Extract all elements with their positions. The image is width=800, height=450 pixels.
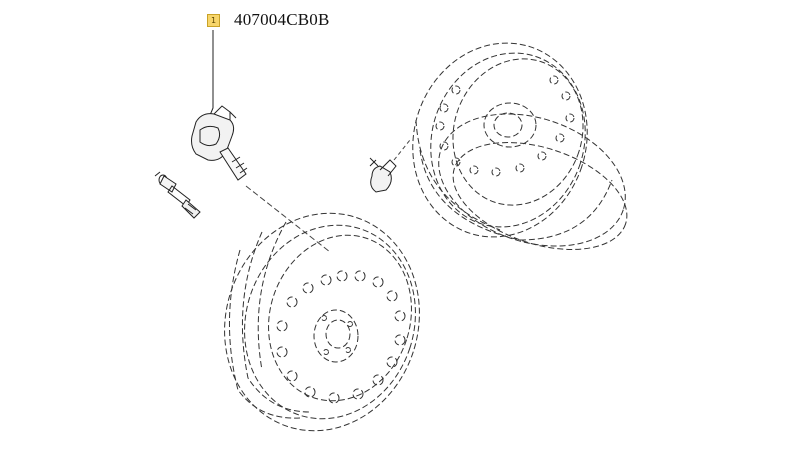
tpms-sensor-icon[interactable]	[191, 105, 331, 253]
valve-cap-icon[interactable]	[369, 139, 411, 193]
part-number-label[interactable]: 407004CB0B	[234, 10, 330, 29]
steel-wheel-icon	[224, 212, 420, 432]
callout-leader-line	[207, 30, 214, 121]
steel-wheel-icon	[412, 42, 628, 250]
valve-stem-icon[interactable]	[154, 171, 201, 219]
part-callout[interactable]: 1 407004CB0B	[207, 10, 330, 30]
callout-number-badge: 1	[207, 13, 220, 27]
